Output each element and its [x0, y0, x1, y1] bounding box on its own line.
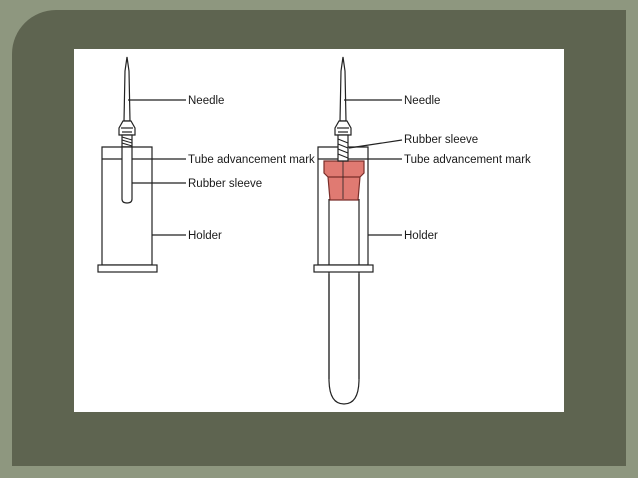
right-tube-stopper	[323, 160, 365, 201]
left-label-tube-mark: Tube advancement mark	[188, 154, 315, 166]
right-label-tube-mark: Tube advancement mark	[404, 154, 531, 166]
right-collection-tube	[328, 274, 360, 405]
left-label-holder: Holder	[188, 230, 222, 242]
right-label-rubber-sleeve: Rubber sleeve	[404, 134, 478, 146]
left-rubber-sleeve	[121, 146, 133, 204]
left-needle	[123, 56, 131, 122]
left-assembly	[97, 56, 186, 273]
right-label-needle: Needle	[404, 95, 440, 107]
right-rubber-sleeve	[337, 138, 349, 159]
right-label-holder: Holder	[404, 230, 438, 242]
left-holder-flange	[97, 264, 158, 273]
left-label-needle: Needle	[188, 95, 224, 107]
right-needle	[339, 56, 347, 122]
left-label-rubber-sleeve: Rubber sleeve	[188, 178, 262, 190]
right-assembly	[313, 56, 403, 405]
right-holder-flange	[313, 264, 374, 273]
diagram-panel: Needle Tube advancement mark Rubber slee…	[74, 49, 564, 412]
blood-collection-diagram: Needle Tube advancement mark Rubber slee…	[97, 56, 531, 405]
